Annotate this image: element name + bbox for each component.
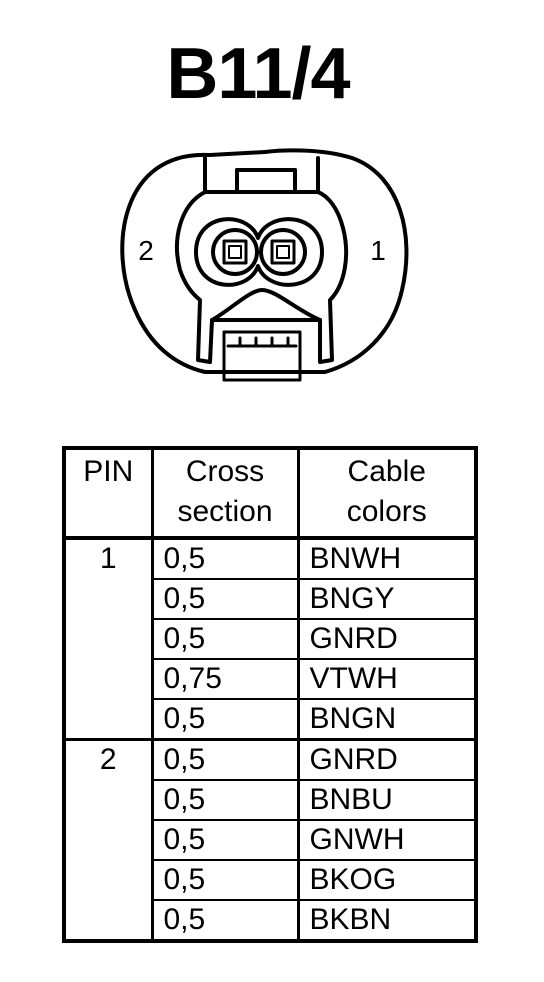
cross-section-value: 0,5: [150, 618, 298, 659]
table-row: 2 0,5 GNRD: [64, 738, 476, 941]
pin-table-header: PIN Cross section Cable colors: [64, 448, 476, 540]
header-pin-label: PIN: [83, 455, 134, 488]
pin-2-circle: [211, 228, 259, 276]
pin-1-contact-inner: [276, 245, 290, 259]
cross-section-value: 0,5: [150, 578, 298, 619]
cross-section-value: 0,5: [150, 738, 298, 780]
pin-number: 1: [99, 542, 117, 575]
pin-cavity-body: [194, 217, 324, 287]
header-cross-section: Cross section: [150, 448, 298, 540]
table-row: 0,5 BNGN: [64, 698, 476, 740]
cable-color-value: BNGY: [296, 578, 476, 619]
cable-color-value: BNBU: [296, 779, 476, 820]
connector-drawing: 2 1: [120, 148, 409, 382]
header-color-line1: Cable: [347, 455, 426, 488]
header-cable-colors: Cable colors: [296, 448, 476, 540]
header-cross-line1: Cross: [185, 455, 265, 488]
connector-housing-outline: [120, 148, 409, 374]
header-cross-line2: section: [177, 495, 273, 528]
header-pin: PIN: [64, 448, 152, 540]
connector-bottom-tab: [222, 330, 302, 382]
connector-inner-body: [175, 190, 349, 364]
table-row: 0,5 BNBU: [64, 779, 476, 820]
pin-table: PIN Cross section Cable colors 1 0,5 BNW…: [62, 446, 478, 943]
pin-left-label: 2: [138, 235, 154, 266]
cable-color-value: BNWH: [296, 538, 476, 579]
cable-color-value: BKBN: [296, 899, 476, 941]
table-row: 1 0,5 BNWH: [64, 538, 476, 579]
cable-color-value: GNRD: [296, 618, 476, 659]
cross-section-value: 0,5: [150, 819, 298, 860]
cross-section-value: 0,75: [150, 658, 298, 699]
cable-color-value: BNGN: [296, 698, 476, 740]
cross-section-value: 0,5: [150, 899, 298, 941]
cable-color-value: GNRD: [296, 738, 476, 780]
table-row: 0,5 BNGY: [64, 578, 476, 619]
cable-color-value: GNWH: [296, 819, 476, 860]
cable-color-value: VTWH: [296, 658, 476, 699]
cross-section-value: 0,5: [150, 698, 298, 740]
connector-latch: [203, 156, 320, 194]
table-row: 0,5 GNRD: [64, 618, 476, 659]
cross-section-value: 0,5: [150, 859, 298, 900]
connector-title: B11/4: [166, 34, 350, 114]
connector-latch-inner: [235, 168, 297, 194]
header-color-line2: colors: [346, 495, 427, 528]
pin-right-label: 1: [370, 235, 386, 266]
table-row: 0,5 GNWH: [64, 819, 476, 860]
pin-1-circle: [259, 228, 307, 276]
cross-section-value: 0,5: [150, 779, 298, 820]
table-row: 0,5 BKOG: [64, 859, 476, 900]
cable-color-value: BKOG: [296, 859, 476, 900]
table-row: 0,5 BKBN: [64, 899, 476, 941]
pin-2-contact-inner: [228, 245, 242, 259]
connector-bottom-notch: [210, 288, 322, 322]
cross-section-value: 0,5: [150, 538, 298, 579]
pin-2-contact: [222, 239, 248, 265]
pin-1-contact: [270, 239, 296, 265]
table-row: 0,75 VTWH: [64, 658, 476, 699]
pin-number: 2: [64, 738, 152, 941]
